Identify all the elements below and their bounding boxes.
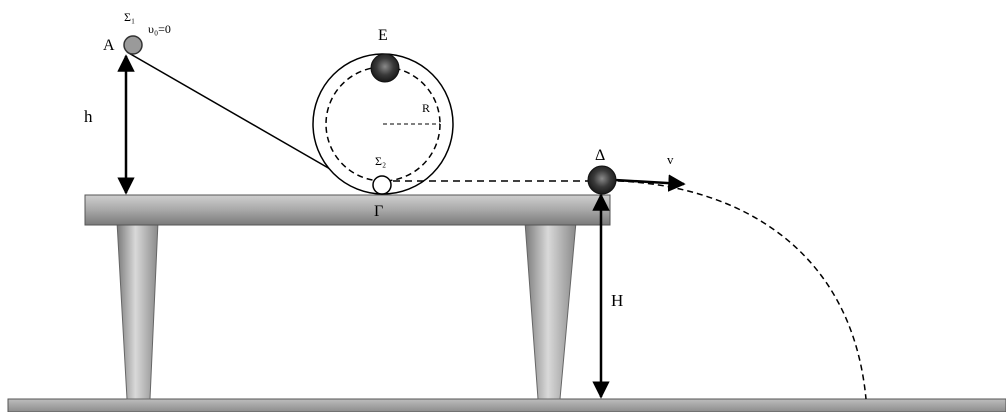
floor — [7, 398, 1006, 412]
label-H: H — [611, 291, 623, 310]
table-leg-right — [524, 221, 577, 400]
ball-E — [370, 53, 400, 83]
label-R: R — [422, 101, 430, 115]
label-gamma: Γ — [374, 203, 383, 220]
label-sigma1: Σ₁ — [124, 10, 135, 24]
label-delta: Δ — [595, 147, 605, 164]
ball-delta — [587, 165, 617, 195]
label-v0: υ₀=0 — [148, 22, 171, 36]
projectile-trajectory — [617, 180, 867, 400]
ball-sigma1 — [123, 35, 143, 55]
tabletop — [84, 194, 611, 226]
label-sigma2: Σ₂ — [375, 154, 386, 168]
velocity-v-arrow — [614, 174, 686, 192]
ball-sigma2 — [372, 175, 392, 195]
label-v: v — [667, 152, 674, 167]
label-A: A — [103, 37, 115, 54]
label-E: E — [378, 27, 388, 44]
table-leg-left — [116, 221, 159, 400]
label-h: h — [84, 107, 93, 126]
